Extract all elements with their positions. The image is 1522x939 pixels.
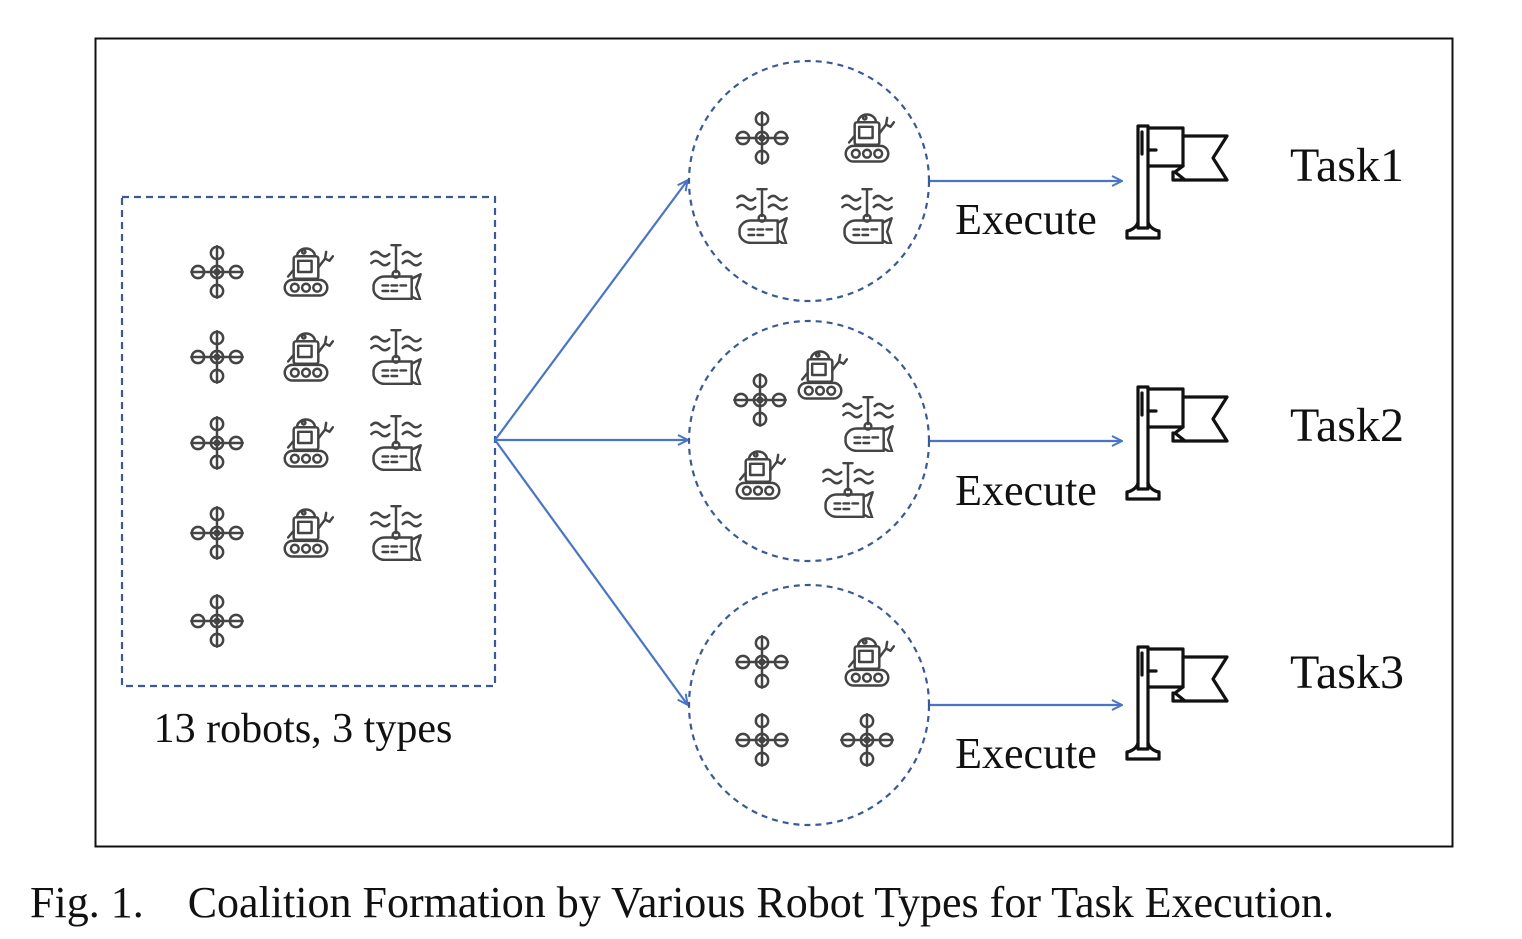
flag-icon <box>1125 385 1229 501</box>
quadcopter-drone-icon <box>190 594 244 648</box>
tracked-ground-robot-icon <box>844 637 895 687</box>
tracked-ground-robot-icon <box>735 450 786 500</box>
underwater-robot-icon <box>822 462 874 518</box>
task-label: Task2 <box>1290 399 1404 452</box>
underwater-robot-icon <box>736 188 788 244</box>
tracked-ground-robot-icon <box>283 418 334 468</box>
flag-icon <box>1125 124 1229 240</box>
coalition-1: Execute Task1 <box>687 59 1404 303</box>
quadcopter-drone-icon <box>840 713 894 767</box>
tracked-ground-robot-icon <box>283 332 334 382</box>
robot-pool-box <box>120 195 497 688</box>
quadcopter-drone-icon <box>190 416 244 470</box>
quadcopter-drone-icon <box>735 635 789 689</box>
arrow-to-coalition-3 <box>494 439 687 704</box>
flag-icon <box>1125 645 1229 761</box>
quadcopter-drone-icon <box>733 373 787 427</box>
tracked-ground-robot-icon <box>283 508 334 558</box>
task-label: Task3 <box>1290 646 1404 699</box>
underwater-robot-icon <box>370 415 422 471</box>
underwater-robot-icon <box>842 396 894 452</box>
coalition-2: Execute Task2 <box>687 319 1404 563</box>
quadcopter-drone-icon <box>735 713 789 767</box>
arrow-to-coalition-1 <box>494 181 687 441</box>
underwater-robot-icon <box>370 244 422 300</box>
figure-frame <box>94 37 1454 848</box>
task-label: Task1 <box>1290 139 1404 192</box>
coalition-circle <box>687 59 931 303</box>
tracked-ground-robot-icon <box>283 247 334 297</box>
execute-label: Execute <box>955 466 1097 515</box>
execute-label: Execute <box>955 729 1097 778</box>
execute-label: Execute <box>955 195 1097 244</box>
quadcopter-drone-icon <box>190 245 244 299</box>
pool-label: 13 robots, 3 types <box>154 706 453 752</box>
tracked-ground-robot-icon <box>797 350 848 400</box>
coalition-icons <box>735 635 895 767</box>
coalition-3: Execute Task3 <box>687 583 1404 827</box>
robot-pool-icons <box>190 244 422 648</box>
quadcopter-drone-icon <box>190 330 244 384</box>
underwater-robot-icon <box>841 188 893 244</box>
coalition-icons <box>733 350 894 518</box>
quadcopter-drone-icon <box>190 506 244 560</box>
coalition-circle <box>687 583 931 827</box>
figure-caption: Fig. 1. Coalition Formation by Various R… <box>30 878 1334 927</box>
assignment-arrows <box>494 181 687 704</box>
underwater-robot-icon <box>370 329 422 385</box>
tracked-ground-robot-icon <box>844 113 895 163</box>
coalition-circle <box>687 319 931 563</box>
coalition-icons <box>735 111 895 244</box>
underwater-robot-icon <box>370 505 422 561</box>
quadcopter-drone-icon <box>735 111 789 165</box>
